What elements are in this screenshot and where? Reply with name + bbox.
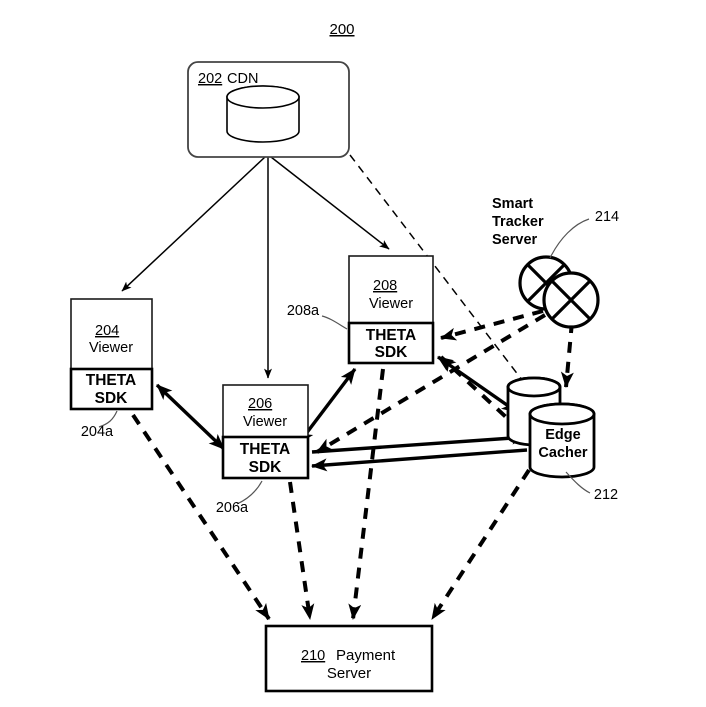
dual-crossed-circle-icon xyxy=(518,255,600,333)
edge-sdk206a-to-edge-cacher xyxy=(311,431,528,454)
dual-cylinder-icon xyxy=(506,376,596,479)
viewer204-box xyxy=(70,298,153,370)
node-payment-server[interactable]: 210 Payment Server xyxy=(264,624,434,693)
viewer206-label: Viewer xyxy=(243,414,287,430)
node-cdn[interactable]: 202 CDN xyxy=(187,61,350,158)
edge-cdn-to-viewer204 xyxy=(121,156,266,292)
node-viewer-206[interactable]: 206 Viewer THETA SDK 206a xyxy=(216,384,310,516)
viewer204-sdk-line1: THETA xyxy=(86,372,137,389)
viewer206-sdk-line1: THETA xyxy=(240,441,291,458)
viewer208-sdk-line1: THETA xyxy=(366,327,417,344)
payment-server-label-line2: Server xyxy=(327,665,371,682)
node-edge-cacher[interactable]: Edge Cacher 212 xyxy=(506,376,618,503)
smart-tracker-label-line3: Server xyxy=(492,232,538,248)
edge-cdn-to-viewer208 xyxy=(270,156,390,250)
viewer208-sdk-ref-number: 208a xyxy=(287,303,320,319)
edge-edge-cacher-to-payment-server xyxy=(430,468,531,621)
edge-cacher-label-line2: Cacher xyxy=(538,445,588,461)
viewer208-sdk-box[interactable] xyxy=(347,321,435,365)
viewer208-sdk-leader xyxy=(321,315,348,330)
viewer206-ref-number: 206 xyxy=(248,396,272,412)
database-cylinder-icon xyxy=(226,85,300,143)
viewer208-ref-number: 208 xyxy=(373,278,397,294)
edge-edge-cacher-to-sdk206a xyxy=(311,448,528,472)
node-viewer-208[interactable]: 208 Viewer THETA SDK 208a xyxy=(287,255,435,365)
cdn-ref-number: 202 xyxy=(198,71,222,87)
viewer204-label: Viewer xyxy=(89,340,133,356)
viewer204-ref-number: 204 xyxy=(95,323,119,339)
edge-sdk204a-to-payment-server xyxy=(131,413,271,621)
viewer208-label: Viewer xyxy=(369,296,413,312)
viewer208-sdk-line2: SDK xyxy=(375,344,409,361)
viewer204-sdk-leader xyxy=(98,410,118,428)
node-smart-tracker-server[interactable]: Smart Tracker Server 214 xyxy=(492,196,619,333)
node-viewer-204[interactable]: 204 Viewer THETA SDK 204a xyxy=(69,298,154,440)
cdn-label: CDN xyxy=(227,71,258,87)
payment-server-ref-number: 210 xyxy=(301,648,325,664)
smart-tracker-label-line1: Smart xyxy=(492,196,533,212)
payment-server-box xyxy=(264,624,434,693)
viewer206-sdk-box[interactable] xyxy=(221,435,310,480)
viewer204-sdk-ref-number: 204a xyxy=(81,424,114,440)
payment-server-label-line1: Payment xyxy=(336,647,396,664)
edge-cdn-to-edge-cacher xyxy=(349,154,533,394)
edge-cacher-label-line1: Edge xyxy=(545,427,580,443)
edge-sdk206a-to-payment-server xyxy=(288,481,315,620)
viewer208-box xyxy=(348,255,434,324)
edge-sdk208a-edge-cacher xyxy=(437,355,518,414)
viewer206-sdk-line2: SDK xyxy=(249,459,283,476)
edge-smart-tracker-to-sdk208a xyxy=(440,309,544,341)
smart-tracker-ref-number: 214 xyxy=(595,209,619,225)
smart-tracker-label-line2: Tracker xyxy=(492,214,544,230)
edge-cacher-ref-number: 212 xyxy=(594,487,618,503)
viewer206-sdk-leader xyxy=(236,480,263,505)
viewer204-sdk-box[interactable] xyxy=(69,367,154,411)
edge-sdk204a-sdk206a xyxy=(155,383,226,451)
viewer206-sdk-ref-number: 206a xyxy=(216,500,249,516)
figure-number: 200 xyxy=(329,21,354,38)
edge-cacher-leader xyxy=(565,471,591,494)
viewer204-sdk-line2: SDK xyxy=(95,390,129,407)
edge-sdk208a-to-payment-server xyxy=(348,368,385,620)
smart-tracker-leader xyxy=(549,218,590,259)
